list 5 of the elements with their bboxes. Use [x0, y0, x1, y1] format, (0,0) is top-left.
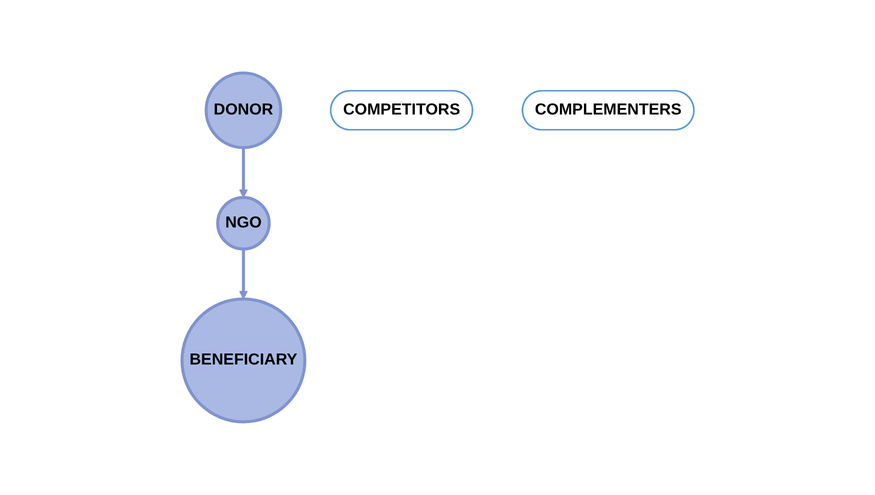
node-circle: DONOR — [204, 72, 282, 150]
arrow — [238, 249, 248, 300]
node-circle: NGO — [216, 196, 270, 251]
node-circle: BENEFICIARY — [180, 298, 306, 424]
arrow — [238, 148, 248, 198]
